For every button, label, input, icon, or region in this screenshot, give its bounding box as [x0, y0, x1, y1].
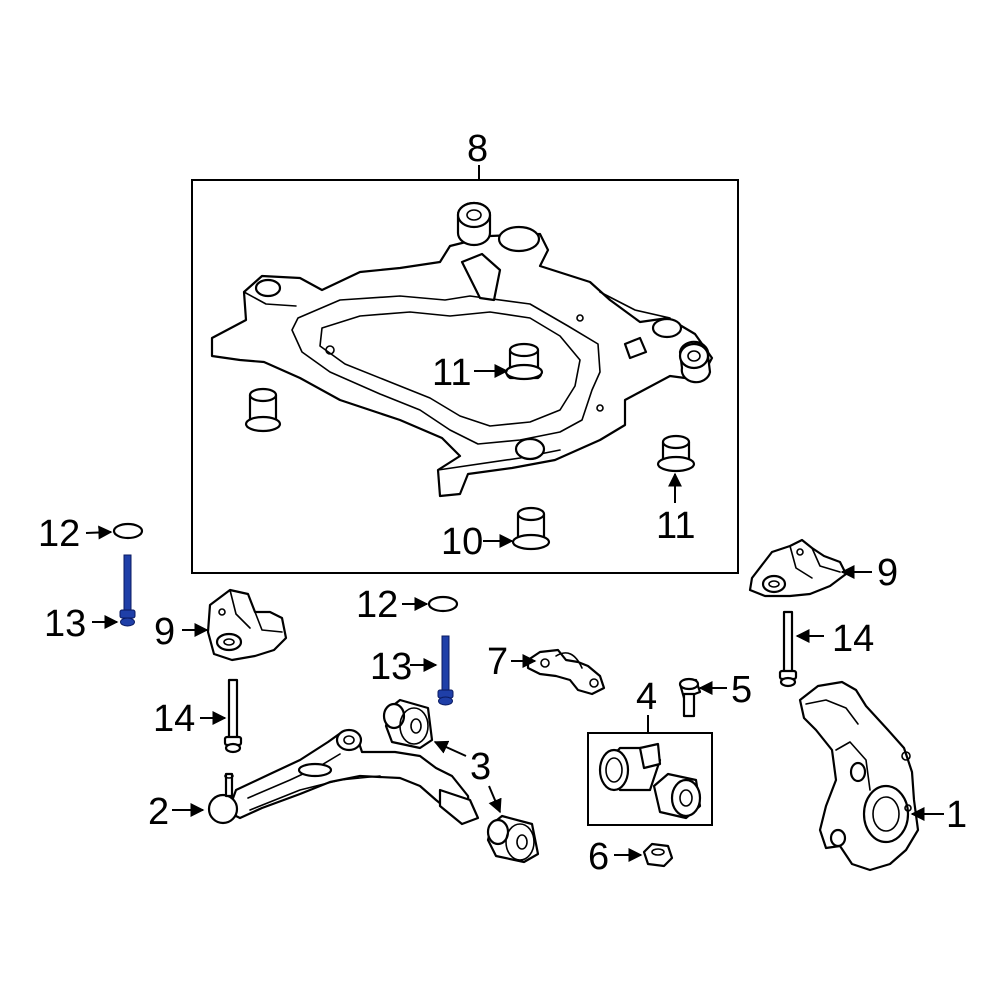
bolt-center-highlighted[interactable] [437, 635, 454, 706]
bushing-sleeve[interactable] [598, 742, 662, 792]
callout-2: 2 [148, 791, 169, 833]
steering-knuckle[interactable] [798, 680, 920, 872]
callout-12-center: 12 [356, 584, 398, 626]
callout-6: 6 [588, 836, 609, 878]
callout-7: 7 [487, 641, 508, 683]
bolt-14-left[interactable] [223, 678, 243, 754]
crossmember-bushing-lower[interactable] [511, 506, 551, 551]
callout-13-center: 13 [370, 646, 412, 688]
callout-14-left: 14 [153, 698, 195, 740]
crossmember-bushing-right[interactable] [656, 434, 696, 473]
mount-bracket-right[interactable] [748, 538, 848, 598]
crossmember-part[interactable] [210, 201, 714, 498]
crossmember-bushing-left[interactable] [244, 387, 282, 433]
callout-9-left: 9 [154, 611, 175, 653]
callout-3: 3 [470, 746, 491, 788]
callout-9-right: 9 [877, 552, 898, 594]
control-arm-bushing-lower[interactable] [486, 814, 540, 864]
washer-left[interactable] [112, 522, 144, 540]
callout-8: 8 [467, 128, 488, 170]
crossmember-group [191, 165, 739, 574]
callout-4: 4 [636, 676, 657, 718]
callout-12-left: 12 [38, 513, 80, 555]
bolt-14-right[interactable] [778, 610, 798, 688]
crossmember-bushing-upper[interactable] [504, 342, 544, 381]
washer-center[interactable] [427, 595, 459, 613]
control-arm-bushing-upper[interactable] [382, 698, 434, 750]
crossmember-frame [191, 179, 739, 574]
lower-control-arm[interactable] [207, 728, 480, 826]
callout-5: 5 [731, 669, 752, 711]
bushing-kit-group [587, 715, 713, 826]
bolt-5[interactable] [678, 677, 702, 718]
mount-bracket-left[interactable] [206, 588, 288, 662]
callout-11-lower: 11 [656, 505, 695, 547]
callout-1: 1 [946, 794, 967, 836]
bushing-insert[interactable] [652, 772, 702, 820]
bushing-kit-frame [587, 732, 713, 826]
nut-6[interactable] [642, 842, 674, 868]
callout-10: 10 [441, 521, 483, 563]
callout-13-left: 13 [44, 603, 86, 645]
bolt-left-highlighted[interactable] [119, 554, 136, 627]
callout-14-right: 14 [832, 618, 874, 660]
stabilizer-bracket[interactable] [526, 648, 606, 696]
callout-11-upper: 11 [432, 352, 471, 394]
